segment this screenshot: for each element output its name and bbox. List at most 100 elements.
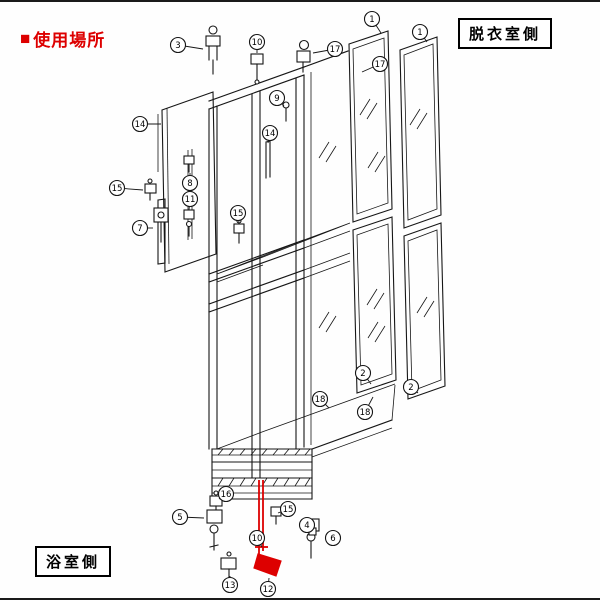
rear-glass-panels (348, 30, 446, 400)
callout-number: 1 (417, 28, 422, 38)
callout-circle (363, 10, 381, 28)
callout-circle (181, 174, 199, 192)
callout-circle (324, 529, 342, 547)
callout-circle (108, 179, 126, 197)
part-strip-8-11 (183, 149, 195, 240)
callout-7: 7 (131, 219, 153, 237)
part-hanger-top-center (250, 53, 264, 85)
callout-9: 9 (268, 89, 286, 107)
callout-1: 1 (363, 10, 382, 34)
callout-6: 6 (324, 529, 342, 547)
callout-circle (171, 508, 189, 526)
callout-15: 15 (277, 500, 297, 518)
callout-number: 15 (112, 184, 123, 194)
callout-number: 7 (137, 224, 142, 234)
callout-number: 6 (330, 534, 335, 544)
callout-17: 17 (312, 40, 344, 58)
callout-number: 5 (177, 513, 182, 523)
callout-circle (229, 204, 247, 222)
callout-circle (217, 485, 235, 503)
part-guide-5 (206, 509, 223, 551)
callout-number: 17 (330, 45, 341, 55)
red-square-icon: ■ (20, 28, 32, 48)
callout-4: 4 (298, 516, 316, 534)
bottom-track (211, 448, 313, 500)
callout-number: 11 (185, 195, 196, 205)
part-bracket-13 (220, 551, 237, 580)
part-roller-top-right (296, 39, 311, 73)
callout-circle (311, 390, 329, 408)
callout-circle (169, 36, 187, 54)
page-title-text: 使用場所 (33, 31, 106, 50)
callout-number: 9 (274, 94, 279, 104)
glass-hatch-marks (318, 98, 435, 343)
callout-circle (298, 516, 316, 534)
front-door-frame (208, 50, 396, 479)
callout-circle (221, 576, 239, 594)
callout-15: 15 (229, 204, 247, 224)
callout-2: 2 (402, 378, 420, 396)
callout-circle (326, 40, 344, 58)
callout-5: 5 (171, 508, 205, 526)
page-title: ■ 使用場所 (20, 26, 105, 51)
callout-number: 2 (408, 383, 413, 393)
red-pivot-guide-part (253, 480, 282, 577)
callout-number: 12 (263, 585, 274, 595)
callout-number: 14 (135, 120, 146, 130)
callout-13: 13 (221, 576, 239, 594)
callout-circle (259, 580, 277, 598)
callout-number: 16 (221, 490, 232, 500)
callout-circle (371, 55, 389, 73)
callout-number: 15 (233, 209, 244, 219)
callout-number: 8 (187, 179, 192, 189)
callout-circle (131, 219, 149, 237)
part-channel-7 (153, 198, 169, 265)
callout-18: 18 (356, 396, 374, 421)
label-dressing-room-side: 脱衣室側 (458, 18, 553, 49)
callout-14: 14 (131, 115, 161, 133)
callout-14: 14 (261, 124, 279, 144)
callout-circle (181, 190, 199, 208)
callout-12: 12 (259, 577, 277, 598)
callout-10: 10 (248, 33, 266, 53)
callout-circle (248, 33, 266, 51)
callout-17: 17 (361, 55, 389, 73)
callout-number: 3 (175, 41, 180, 51)
part-roller-top-left (205, 25, 221, 75)
callout-circle (411, 23, 429, 41)
part-screw-9 (282, 101, 290, 122)
callout-2: 2 (354, 364, 372, 385)
part-clip-15-bottom (270, 506, 282, 525)
callout-number: 18 (315, 395, 326, 405)
part-clip-15-left (144, 178, 157, 201)
label-bathroom-side: 浴室側 (35, 546, 112, 577)
callout-circle (279, 500, 297, 518)
callout-circle (354, 364, 372, 382)
callout-number: 10 (252, 38, 263, 48)
callout-circle (402, 378, 420, 396)
callout-11: 11 (181, 190, 199, 211)
callout-number: 17 (375, 60, 386, 70)
callout-number: 18 (360, 408, 371, 418)
callout-number: 10 (252, 534, 263, 544)
callout-circle (268, 89, 286, 107)
callout-circle (248, 529, 266, 547)
callout-10: 10 (248, 529, 266, 548)
callout-circle (261, 124, 279, 142)
callout-number: 14 (265, 129, 276, 139)
callout-number: 15 (283, 505, 294, 515)
callout-circle (356, 403, 374, 421)
callout-18: 18 (311, 390, 330, 409)
hardware-parts (144, 25, 320, 580)
callout-3: 3 (169, 36, 204, 54)
callout-number: 13 (225, 581, 236, 591)
callout-number: 4 (304, 521, 309, 531)
callout-8: 8 (181, 173, 199, 192)
callout-number: 1 (369, 15, 374, 25)
callout-1: 1 (411, 23, 429, 43)
callout-circle (131, 115, 149, 133)
callout-number: 2 (360, 369, 365, 379)
